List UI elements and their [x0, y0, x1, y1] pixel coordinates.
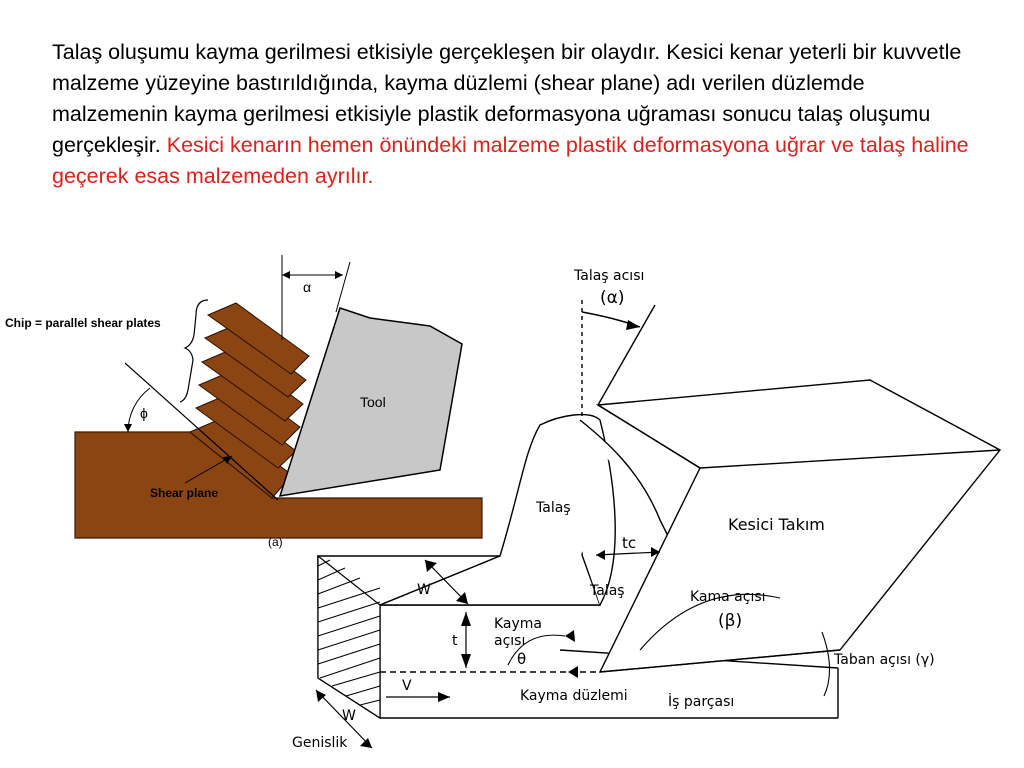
caption-a: (a): [268, 535, 283, 549]
workpiece-b: [317, 554, 839, 720]
acisi-label: açısı: [494, 633, 525, 649]
figure-b-arrowheads: [316, 320, 660, 748]
tc-label: tc: [622, 534, 636, 552]
talas-acisi-label: Talaş acısı: [573, 268, 644, 284]
chip-b: [379, 413, 681, 606]
paragraph-highlight: Kesici kenarın hemen önündeki malzeme pl…: [52, 133, 969, 188]
tool-label: Tool: [360, 394, 386, 410]
talas-mid-label: Talaş: [589, 583, 625, 599]
tool-a: [278, 307, 463, 497]
theta-label: θ: [517, 650, 526, 668]
w-bottom-label: W: [342, 708, 356, 724]
shear-plane-line: [124, 362, 279, 501]
chip-label: Chip = parallel shear plates: [5, 316, 161, 330]
beta-label: (β): [718, 611, 742, 631]
slide-paragraph: Talaş oluşumu kayma gerilmesi etkisiyle …: [52, 37, 982, 192]
phi-label: ϕ: [140, 405, 148, 421]
figure-b: [315, 300, 1002, 749]
alpha-label-a: α: [303, 279, 311, 295]
figure-a: Chip = parallel shear plates α ϕ Tool Sh…: [5, 255, 483, 549]
genislik-label: Genislik: [292, 735, 348, 751]
shear-plane-label: Shear plane: [150, 486, 218, 500]
w-top-label: W: [417, 582, 431, 598]
kayma-label: Kayma: [494, 616, 542, 632]
talas-top-label: Talaş: [535, 500, 571, 516]
t-label: t: [452, 633, 458, 649]
kama-acisi-label: Kama açısı: [690, 589, 766, 605]
alpha-label-b: (α): [600, 288, 624, 308]
is-parcasi-label: İş parçası: [668, 692, 734, 710]
taban-acisi-label: Taban açısı (γ): [833, 652, 935, 668]
cutting-tool: [595, 379, 1002, 673]
chip-plates: [189, 302, 310, 499]
kesici-takim-label: Kesici Takım: [728, 515, 825, 534]
kayma-duzlemi-label: Kayma düzlemi: [520, 688, 628, 704]
paragraph-text: Talaş oluşumu kayma gerilmesi etkisiyle …: [52, 40, 962, 157]
v-label: V: [402, 678, 412, 694]
